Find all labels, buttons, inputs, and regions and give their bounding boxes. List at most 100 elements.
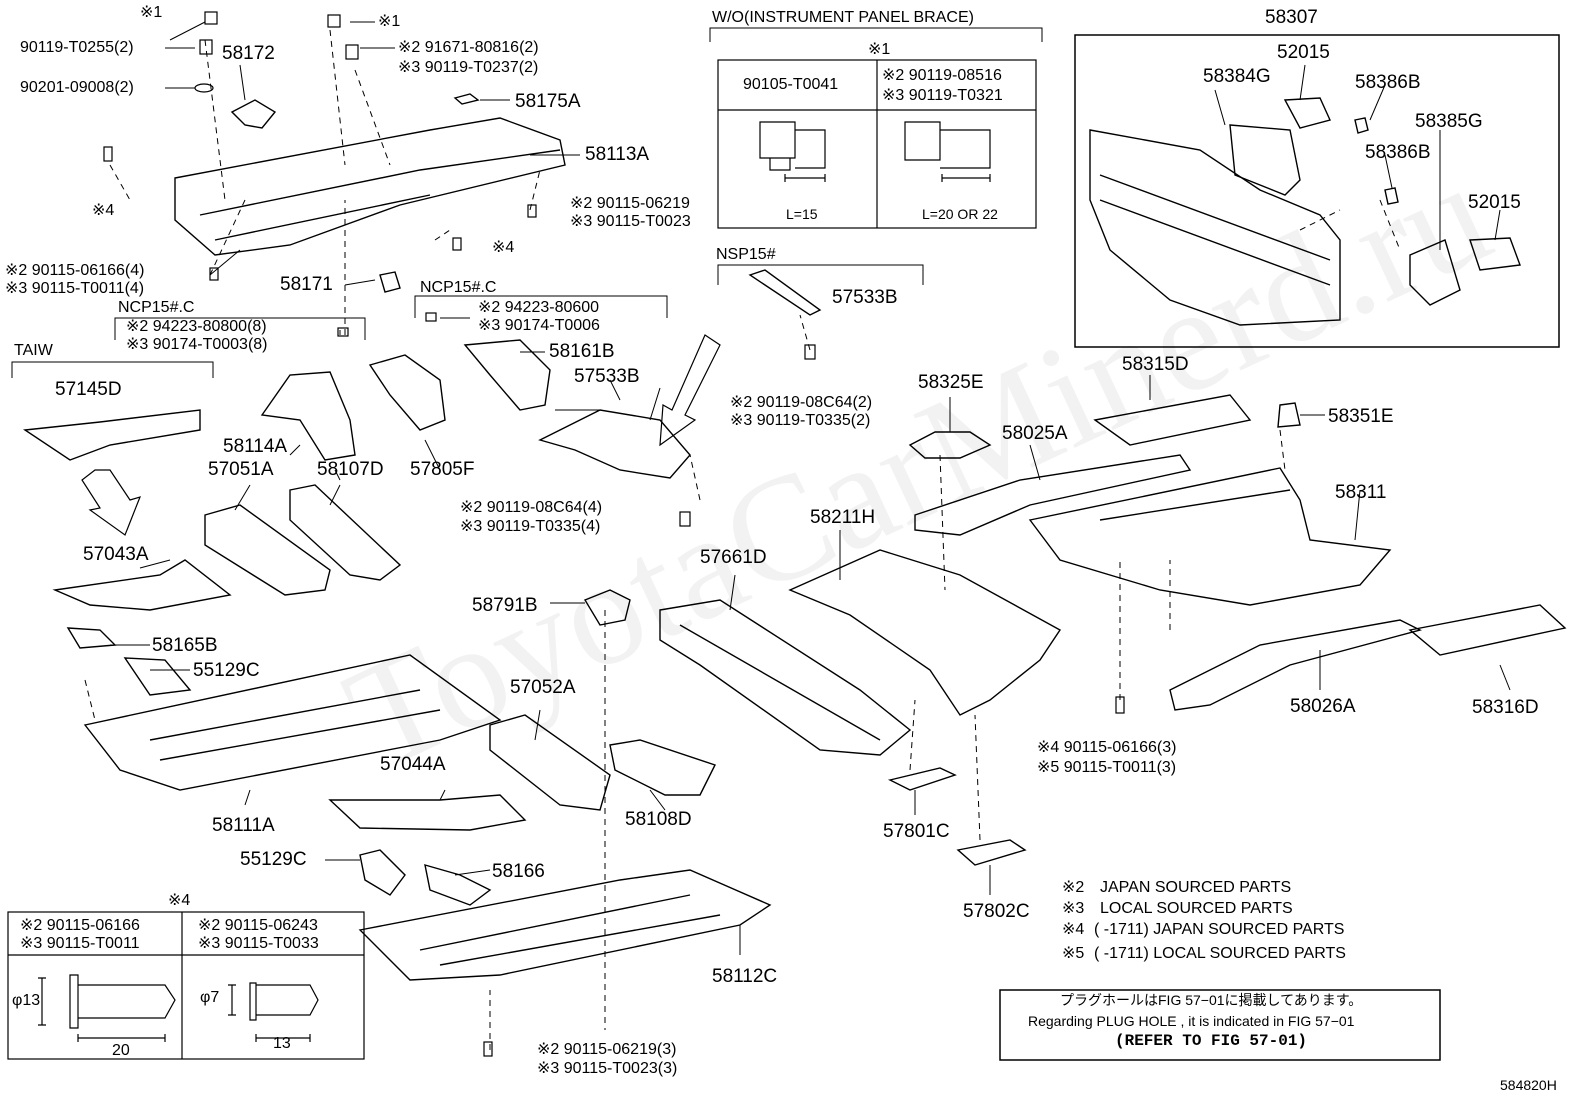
fastener-94223-80800: ※2 94223-80800(8): [126, 318, 267, 335]
label-57043a: 57043A: [83, 544, 149, 565]
part-shape-58161b: [463, 339, 551, 411]
label-58211h: 58211H: [810, 507, 876, 528]
legend-mark-3: ※3: [1062, 900, 1085, 917]
legend-text-3: LOCAL SOURCED PARTS: [1100, 900, 1293, 917]
panel-brace-length-2: L=20 OR 22: [922, 206, 998, 222]
fastener-note-4b: ※4: [492, 239, 515, 256]
part-shape-57052a: [489, 714, 611, 811]
panel-brace-part-2b: ※3 90119-T0321: [882, 87, 1003, 104]
label-57802c: 57802C: [963, 901, 1030, 922]
label-57044a: 57044A: [380, 754, 446, 775]
part-shape-58386b-b: [1384, 187, 1399, 205]
fastener-90119-t0237: ※3 90119-T0237(2): [398, 59, 539, 76]
part-shape-58175a: [453, 93, 480, 105]
variant-taiw: TAIW: [14, 342, 53, 359]
label-58114a: 58114A: [223, 436, 288, 457]
part-shape-58386b-a: [1354, 117, 1369, 134]
part-shape-58112c: [358, 869, 772, 981]
label-58351e: 58351E: [1328, 406, 1394, 427]
bolt-box-col1-b: ※3 90115-T0011: [20, 935, 140, 952]
fastener-94223-80600: ※2 94223-80600: [478, 299, 600, 316]
fastener-90115-06219: ※2 90115-06219: [570, 195, 690, 212]
label-58386b-mid: 58386B: [1365, 142, 1431, 163]
panel-brace-title: W/O(INSTRUMENT PANEL BRACE): [712, 9, 974, 26]
panel-brace-part-1: 90105-T0041: [743, 76, 839, 93]
legend-text-5: ( -1711) LOCAL SOURCED PARTS: [1094, 945, 1346, 962]
part-shape-58211h: [788, 549, 1062, 716]
fastener-90174-t0003: ※3 90174-T0003(8): [126, 336, 268, 353]
part-shape-58316d: [1408, 604, 1567, 656]
part-shape-58172: [230, 99, 277, 129]
fastener-90115-t0011-4: ※3 90115-T0011(4): [5, 280, 145, 297]
fastener-90115-06166-3: ※4 90115-06166(3): [1037, 739, 1177, 756]
bolt-icons: [103, 11, 1125, 1057]
arrow-taiw: [81, 469, 142, 536]
fastener-90115-t0023: ※3 90115-T0023: [570, 213, 691, 230]
part-shape-58315d: [1093, 394, 1252, 446]
plug-note-english: Regarding PLUG HOLE , it is indicated in…: [1028, 1013, 1355, 1029]
label-58025a: 58025A: [1002, 423, 1068, 444]
plug-note-refer: (REFER TO FIG 57-01): [1115, 1032, 1308, 1050]
fastener-90119-t0335-2: ※3 90119-T0335(2): [730, 412, 871, 429]
part-shape-58791b: [583, 589, 631, 626]
bolt-box-dia-2: φ7: [200, 989, 220, 1006]
part-shape-58165b: [66, 627, 117, 649]
label-57533b-nsp: 57533B: [832, 287, 898, 308]
bolt-detail-table: [7, 911, 365, 1060]
fastener-90115-06219-3: ※2 90115-06219(3): [537, 1041, 677, 1058]
label-58307: 58307: [1265, 7, 1318, 28]
part-shape-57145d: [23, 409, 201, 461]
label-57052a: 57052A: [510, 677, 576, 698]
bolt-box-note: ※4: [168, 892, 191, 909]
diagram-id: 584820H: [1500, 1077, 1557, 1093]
bolt-box-col2-a: ※2 90115-06243: [198, 917, 318, 934]
part-shape-57661d: [659, 599, 912, 756]
fastener-90115-t0023-3: ※3 90115-T0023(3): [537, 1060, 678, 1077]
part-shape-57805f: [368, 354, 446, 431]
fastener-90174-t0006: ※3 90174-T0006: [478, 317, 600, 334]
label-58026a: 58026A: [1290, 696, 1356, 717]
part-shape-58171: [379, 271, 401, 293]
part-shape-57051a: [204, 504, 331, 596]
fastener-90201-09008: 90201-09008(2): [20, 79, 134, 96]
part-shape-58108d: [609, 739, 716, 796]
fastener-91671-80816: ※2 91671-80816(2): [398, 39, 539, 56]
part-shape-57533b: [538, 409, 691, 479]
part-shape-58166: [424, 864, 492, 906]
part-shape-52015-a: [1283, 97, 1331, 129]
part-shape-58026a: [1169, 619, 1422, 711]
label-57801c: 57801C: [883, 821, 950, 842]
label-58166: 58166: [492, 861, 545, 882]
part-shape-58351e: [1277, 402, 1301, 428]
part-shape-58307: [1089, 129, 1341, 326]
label-57051a: 57051A: [208, 459, 274, 480]
variant-nsp15: NSP15#: [716, 246, 776, 263]
part-shape-55129c-a: [123, 657, 192, 696]
legend-mark-4: ※4: [1062, 921, 1085, 938]
label-58165b: 58165B: [152, 635, 218, 656]
bolt-box-col1-a: ※2 90115-06166: [20, 917, 140, 934]
part-shape-55129c-b: [359, 849, 406, 896]
label-58325e: 58325E: [918, 372, 984, 393]
label-58108d: 58108D: [625, 809, 692, 830]
panel-brace-part-2a: ※2 90119-08516: [882, 67, 1002, 84]
part-shape-58025a: [914, 454, 1192, 536]
label-58384g: 58384G: [1203, 66, 1271, 87]
panel-brace-table: [717, 59, 1037, 229]
label-58385g: 58385G: [1415, 111, 1483, 132]
fastener-note-1b: ※1: [378, 13, 401, 30]
fastener-90115-t0011-3: ※5 90115-T0011(3): [1037, 759, 1177, 776]
part-shape-57043a: [52, 559, 232, 611]
fastener-note-4a: ※4: [92, 202, 115, 219]
legend-text-4: ( -1711) JAPAN SOURCED PARTS: [1094, 921, 1345, 938]
label-58113a: 58113A: [585, 144, 650, 165]
panel-brace-length-1: L=15: [786, 206, 818, 222]
label-57533b-center: 57533B: [574, 366, 640, 387]
part-shape-57801c: [887, 767, 957, 791]
fastener-ncp15-a: NCP15#.C: [118, 299, 195, 316]
label-58315d: 58315D: [1122, 354, 1189, 375]
part-shape-58114a: [260, 371, 356, 461]
part-shape-58311: [1028, 467, 1392, 606]
part-shape-58111a: [83, 654, 502, 791]
